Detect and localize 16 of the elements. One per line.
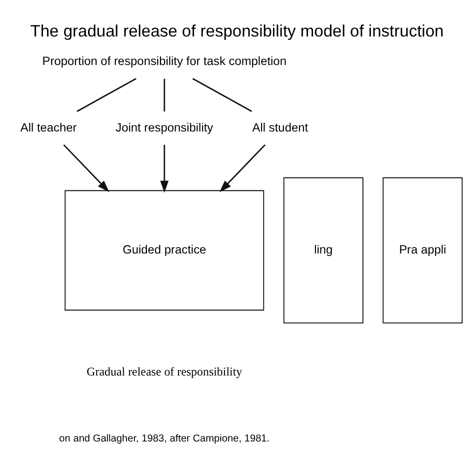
node-text: All student [252,120,308,134]
connector [76,78,136,112]
node-text: Joint responsibility [116,120,214,134]
node-box: Guided practice [64,190,264,310]
arrow [220,144,266,192]
connector [192,78,252,112]
node-text: Proportion of responsibility for task completion [42,54,286,68]
node-box: ling [283,176,364,323]
label: Gradual release of responsibility [86,364,242,378]
diagram-title: The gradual release of responsibility model of instruction [30,21,444,40]
caption: on and Gallagher, 1983, after Campione, 1981. [59,432,270,444]
connector [164,78,166,111]
arrow [63,144,110,192]
node-box: Pra appli [382,176,463,323]
node-text: All teacher [20,120,77,134]
arrow [160,144,169,192]
